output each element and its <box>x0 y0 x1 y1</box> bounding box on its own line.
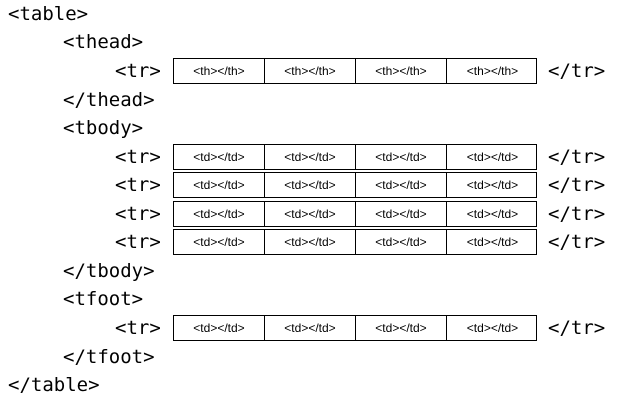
data-cell: <td></td> <box>356 316 447 340</box>
data-cell: <td></td> <box>466 321 519 335</box>
tbody-open-tag: <tbody> <box>63 117 144 139</box>
table-close-tag: </table> <box>8 374 100 396</box>
data-cell: <td></td> <box>466 150 519 164</box>
header-cell: <th></th> <box>356 59 447 83</box>
tfoot-row-close-tag: </tr> <box>548 317 606 339</box>
tbody-close-tag: </tbody> <box>63 260 155 282</box>
tfoot-row: <td></td> <td></td> <td></td> <td></td> <box>173 315 537 341</box>
tbody-row-close-tag: </tr> <box>548 174 606 196</box>
thead-open-tag: <thead> <box>63 31 144 53</box>
data-cell: <td></td> <box>466 207 519 221</box>
tbody-row-close-tag: </tr> <box>548 146 606 168</box>
tbody-row: <td></td> <td></td> <td></td> <td></td> <box>173 172 537 198</box>
tbody-row-open-tag: <tr> <box>115 203 161 225</box>
tbody-row: <td></td> <td></td> <td></td> <td></td> <box>173 144 537 170</box>
data-cell: <td></td> <box>466 235 519 249</box>
data-cell: <td></td> <box>466 178 519 192</box>
tbody-row-open-tag: <tr> <box>115 231 161 253</box>
tbody-row-open-tag: <tr> <box>115 174 161 196</box>
data-cell: <td></td> <box>356 202 447 226</box>
data-cell: <td></td> <box>356 145 447 169</box>
header-cell: <th></th> <box>265 59 356 83</box>
tfoot-close-tag: </tfoot> <box>63 346 155 368</box>
data-cell: <td></td> <box>265 145 356 169</box>
tbody-row-close-tag: </tr> <box>548 231 606 253</box>
thead-row: <th></th> <th></th> <th></th> <th></th> <box>173 58 537 84</box>
thead-row-close-tag: </tr> <box>548 60 606 82</box>
tbody-row: <td></td> <td></td> <td></td> <td></td> <box>173 229 537 255</box>
data-cell: <td></td> <box>356 173 447 197</box>
data-cell: <td></td> <box>174 202 265 226</box>
tfoot-open-tag: <tfoot> <box>63 288 144 310</box>
data-cell: <td></td> <box>265 202 356 226</box>
data-cell: <td></td> <box>174 316 265 340</box>
data-cell: <td></td> <box>174 173 265 197</box>
thead-row-open-tag: <tr> <box>115 60 161 82</box>
thead-close-tag: </thead> <box>63 89 155 111</box>
header-cell: <th></th> <box>174 59 265 83</box>
tbody-row-open-tag: <tr> <box>115 146 161 168</box>
data-cell: <td></td> <box>265 173 356 197</box>
data-cell: <td></td> <box>356 230 447 254</box>
tfoot-row-open-tag: <tr> <box>115 317 161 339</box>
header-cell: <th></th> <box>466 64 519 78</box>
table-open-tag: <table> <box>8 3 89 25</box>
data-cell: <td></td> <box>265 316 356 340</box>
data-cell: <td></td> <box>174 230 265 254</box>
data-cell: <td></td> <box>174 145 265 169</box>
tbody-row-close-tag: </tr> <box>548 203 606 225</box>
data-cell: <td></td> <box>265 230 356 254</box>
tbody-row: <td></td> <td></td> <td></td> <td></td> <box>173 201 537 227</box>
